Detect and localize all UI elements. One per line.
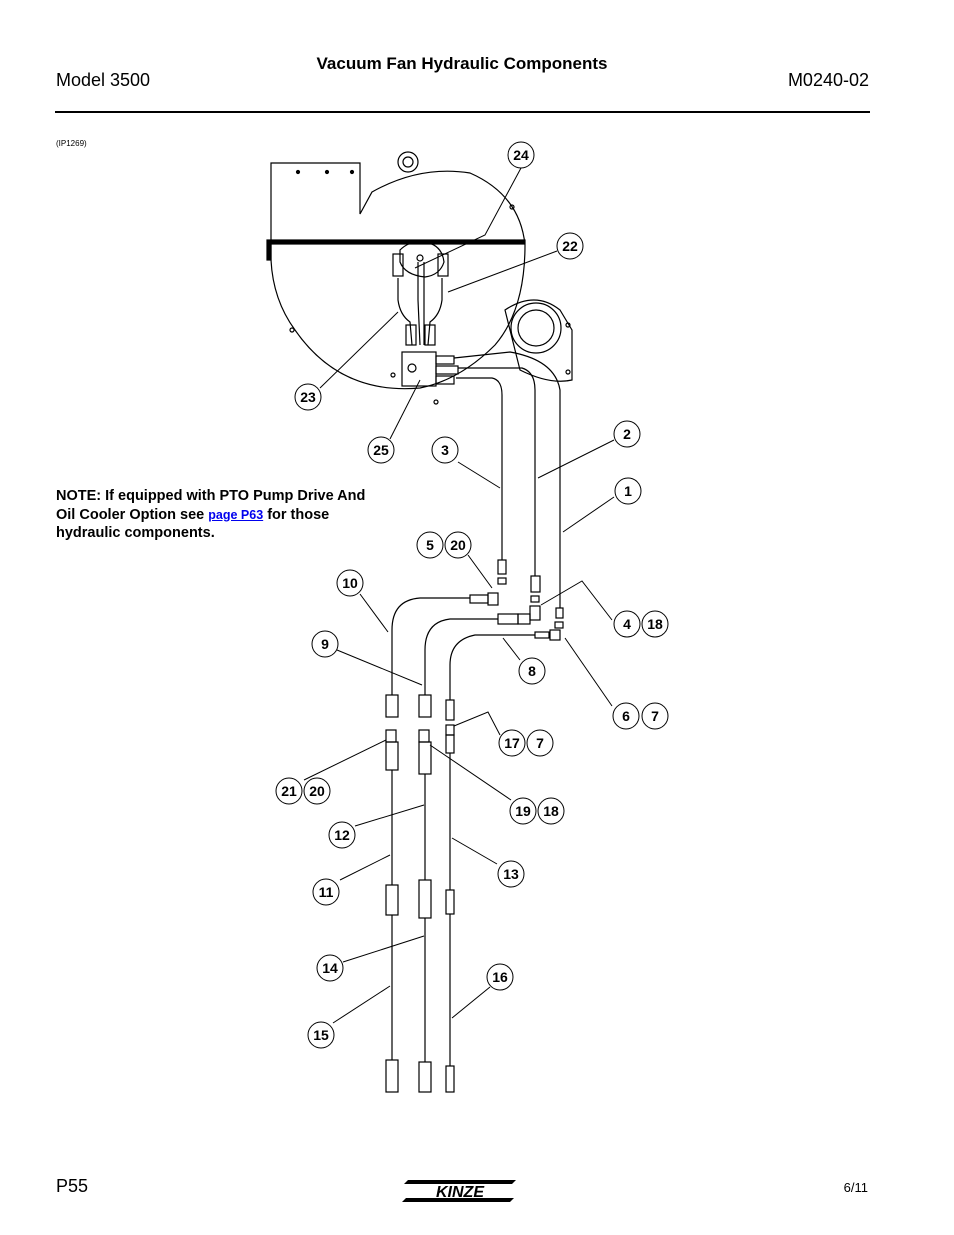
callout-11: 11 [312,878,340,906]
callout-23: 23 [294,383,322,411]
svg-text:10: 10 [342,575,358,591]
svg-text:7: 7 [536,735,544,751]
svg-text:14: 14 [322,960,338,976]
document-number: M0240-02 [787,70,869,90]
svg-text:19: 19 [515,803,531,819]
callout-24: 24 [507,141,535,169]
callout-12: 12 [328,821,356,849]
callout-7b: 7 [526,729,554,757]
callout-1: 1 [614,477,642,505]
callout-19: 19 [509,797,537,825]
svg-text:20: 20 [450,537,466,553]
svg-text:1: 1 [624,483,632,499]
svg-text:6: 6 [622,708,630,724]
page-link[interactable]: page P63 [208,507,264,522]
svg-text:11: 11 [319,884,334,900]
svg-text:21: 21 [281,783,297,799]
svg-text:13: 13 [503,866,519,882]
fan-housing [266,151,526,405]
callout-8: 8 [518,657,546,685]
callout-6: 6 [612,702,640,730]
callout-5: 5 [416,531,444,559]
callout-25: 25 [367,436,395,464]
callout-16: 16 [486,963,514,991]
svg-text:17: 17 [504,735,520,751]
svg-text:12: 12 [334,827,350,843]
header-rule [55,111,870,113]
note-text-after: for those hydraulic components. [56,506,330,542]
valve-block [401,351,459,387]
callout-22: 22 [556,232,584,260]
hydraulic-motor [392,241,449,278]
callout-18: 18 [641,610,669,638]
svg-text:2: 2 [623,426,631,442]
side-mount [504,299,573,382]
svg-text:3: 3 [441,442,449,458]
callout-3: 3 [431,436,459,464]
page-title: Vacuum Fan Hydraulic Components [316,54,608,73]
svg-text:18: 18 [647,616,663,632]
callout-18b: 18 [537,797,565,825]
svg-text:15: 15 [313,1027,329,1043]
callout-7: 7 [641,702,669,730]
callout-4: 4 [613,610,641,638]
svg-text:18: 18 [543,803,559,819]
logo-text: KINZE [436,1184,485,1201]
kinze-logo: KINZE [402,1180,516,1202]
leader-lines [303,167,615,1024]
callout-13: 13 [497,860,525,888]
supply-hoses [453,351,564,641]
svg-text:5: 5 [426,537,434,553]
callout-2: 2 [613,420,641,448]
svg-text:7: 7 [651,708,659,724]
note-text-before: NOTE: If equipped with PTO Pump Drive An… [56,488,366,523]
svg-text:22: 22 [562,238,578,254]
callout-15: 15 [307,1021,335,1049]
svg-text:16: 16 [492,969,508,985]
svg-text:23: 23 [300,389,316,405]
svg-text:20: 20 [309,783,325,799]
page-number: P55 [56,1176,89,1196]
callout-9: 9 [311,630,339,658]
callouts: 24 22 23 25 3 2 1 5 20 10 4 18 9 8 6 7 1… [275,141,669,1049]
callout-17: 17 [498,729,526,757]
figure-id: (IP1269) [56,139,87,148]
callout-20: 20 [444,531,472,559]
model-label: Model 3500 [56,70,151,90]
svg-text:9: 9 [321,636,329,652]
lower-hoses [385,597,535,1093]
svg-text:25: 25 [373,442,389,458]
callout-20b: 20 [303,777,331,805]
callout-14: 14 [316,954,344,982]
revision-date: 6/11 [843,1180,868,1195]
svg-text:8: 8 [528,663,536,679]
svg-text:24: 24 [513,147,529,163]
motor-hoses [397,262,443,346]
svg-text:4: 4 [623,616,631,632]
note: NOTE: If equipped with PTO Pump Drive An… [56,487,366,543]
callout-10: 10 [336,569,364,597]
callout-21: 21 [275,777,303,805]
